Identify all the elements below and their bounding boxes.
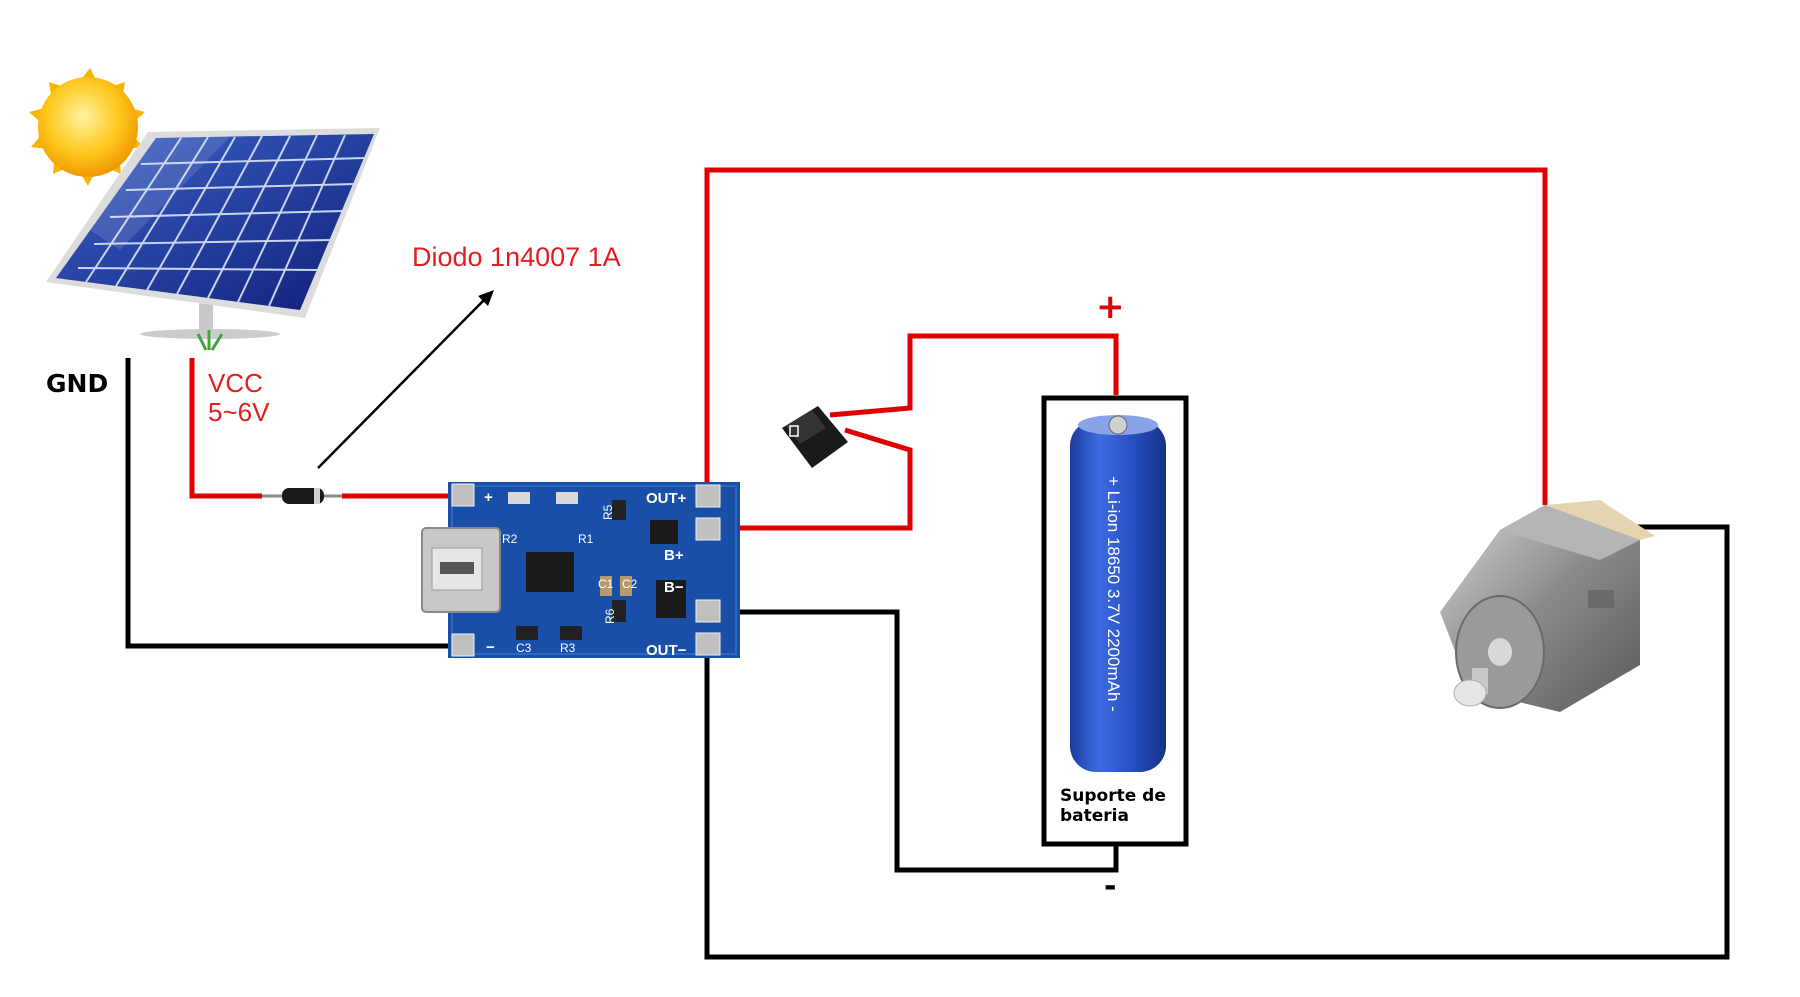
wire-out-plus-motor xyxy=(704,167,1548,505)
switch-icon xyxy=(782,406,848,468)
battery-plus-label: + xyxy=(1096,287,1125,327)
wire-gnd xyxy=(125,358,462,649)
b-minus-label: B− xyxy=(664,579,684,596)
b-plus-label: B+ xyxy=(664,547,684,564)
battery-minus-label: - xyxy=(1104,869,1116,904)
wire-out-minus-motor xyxy=(704,524,1730,960)
sun-icon xyxy=(29,68,145,186)
c1-label: C1 xyxy=(598,577,614,591)
vcc-label: VCC xyxy=(208,368,263,398)
wire-bminus-battery xyxy=(715,609,1119,873)
pin-plus-label: + xyxy=(484,489,493,506)
r3-label: R3 xyxy=(560,641,576,655)
diode-arrow xyxy=(317,290,494,469)
diode-icon xyxy=(262,488,342,504)
r6-label: R6 xyxy=(603,608,617,624)
wire-switch-battery xyxy=(829,333,1119,418)
c3-label: C3 xyxy=(516,641,532,655)
battery-text: + Li-ion 18650 3.7V 2200mAh - xyxy=(1104,476,1123,712)
wire-bplus-switch xyxy=(715,427,913,531)
holder-label-line1: Suporte de xyxy=(1060,786,1166,806)
diode-label: Diodo 1n4007 1A xyxy=(412,242,621,272)
wires xyxy=(125,167,1730,960)
c2-label: C2 xyxy=(622,577,638,591)
r1-label: R1 xyxy=(578,532,594,546)
holder-label-line2: bateria xyxy=(1060,806,1129,826)
wire-vcc xyxy=(189,358,262,499)
r2-label: R2 xyxy=(502,532,518,546)
pin-minus-label: − xyxy=(486,639,495,656)
battery-icon: + Li-ion 18650 3.7V 2200mAh - xyxy=(1070,415,1166,772)
charger-board-icon: + − OUT+ B+ B− OUT− R2 R1 R5 C1 C2 R6 C3… xyxy=(421,482,740,659)
motor-icon xyxy=(1440,500,1655,712)
r5-label: R5 xyxy=(601,504,615,520)
out-minus-label: OUT− xyxy=(646,642,687,659)
out-plus-label: OUT+ xyxy=(646,490,687,507)
vcc-range-label: 5~6V xyxy=(208,397,270,427)
gnd-label: GND xyxy=(46,369,108,398)
solar-panel-icon xyxy=(46,128,380,351)
